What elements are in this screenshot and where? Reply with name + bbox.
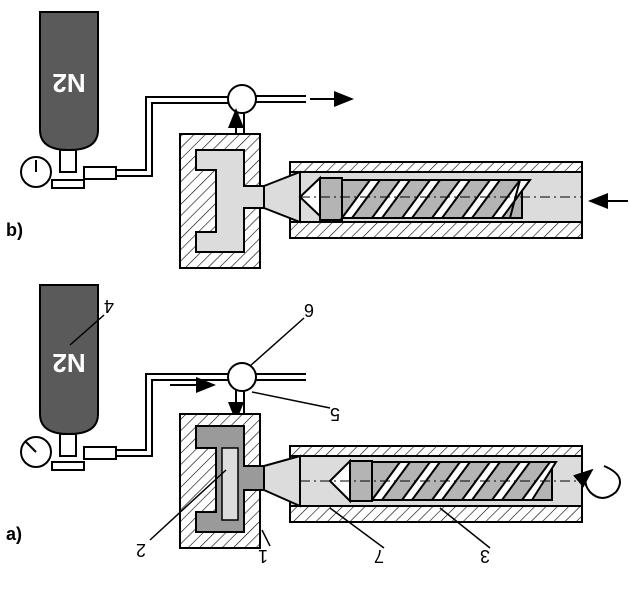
gas-line-a [116,373,230,457]
gas-label-b: N2 [52,68,85,98]
callouts: 4 6 5 2 1 7 3 [104,296,490,566]
callout-7: 7 [374,546,384,566]
panel-label-a: a) [6,524,22,544]
three-way-valve-b [227,84,257,114]
callout-2: 2 [136,540,146,560]
callout-6: 6 [304,300,314,320]
callout-leaders [69,314,491,549]
barrel-b [263,161,583,239]
mould-a [179,413,265,549]
barrel-a [263,445,583,523]
three-way-valve-a [227,362,257,392]
gas-line-b [116,96,230,177]
callout-3: 3 [480,546,490,566]
callout-1: 1 [258,546,268,566]
gas-label-a: N2 [52,348,85,378]
panel-label-b: b) [6,220,23,240]
callout-5: 5 [330,404,340,424]
panel-a: N2 [6,284,621,566]
panel-b: N2 [6,11,628,269]
callout-4: 4 [104,296,114,316]
nitrogen-cylinder-b: N2 [39,11,99,152]
nitrogen-cylinder-a: N2 [39,284,99,436]
rotation-arrow [573,465,621,499]
mould-b [179,133,265,269]
